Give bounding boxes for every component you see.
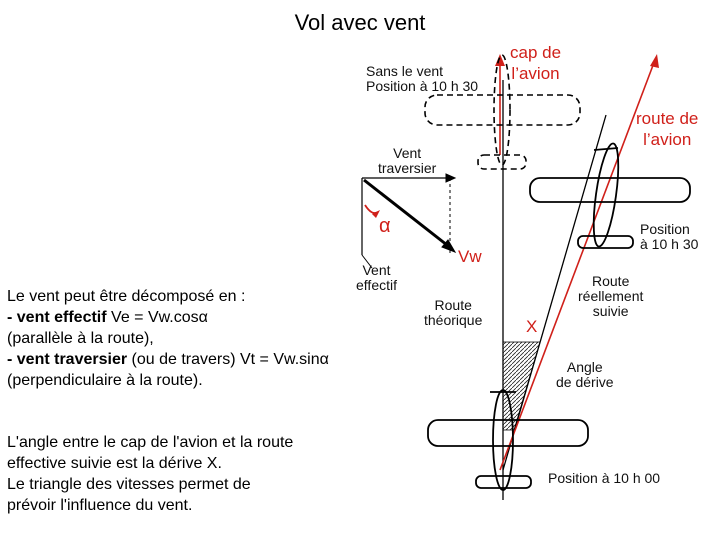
route-label-line2: l’avion (643, 130, 692, 149)
vent-traversier-line2: traversier (378, 160, 437, 176)
route-reelle-line1: Route (592, 273, 630, 289)
p1-line2: - vent effectif Ve = Vw.cosα (7, 307, 329, 328)
position-1030-line2: à 10 h 30 (640, 236, 699, 252)
cap-label-line2: l’avion (511, 64, 560, 83)
angle-derive-label: Angle de dérive (556, 360, 614, 390)
vw-label: Vw (458, 247, 482, 266)
paragraph-decomposition: Le vent peut être décomposé en : - vent … (7, 286, 329, 391)
vent-effectif-line2: effectif (356, 277, 397, 293)
p2-line1: L'angle entre le cap de l'avion et la ro… (7, 434, 294, 451)
p2-line4: prévoir l'influence du vent. (7, 497, 193, 514)
paragraph-derive: L'angle entre le cap de l'avion et la ro… (7, 432, 293, 516)
p2-line3: Le triangle des vitesses permet de (7, 476, 251, 493)
route-reelle-label: Route réellement suivie (578, 274, 643, 319)
route-theorique-line1: Route (434, 297, 472, 313)
sans-vent-label: Sans le vent Position à 10 h 30 (366, 64, 478, 94)
x-label: X (526, 317, 538, 336)
vw-vector (363, 178, 448, 247)
airplane-1030 (529, 142, 691, 249)
vent-effectif-line1: Vent (362, 262, 391, 278)
route-arrow (499, 59, 656, 471)
p2-line2: effective suivie est la dérive X. (7, 455, 222, 472)
sans-vent-line1: Sans le vent (366, 63, 444, 79)
p1-line1: Le vent peut être décomposé en : (7, 288, 246, 305)
alpha-arc (364, 204, 379, 214)
wind-triangle (361, 173, 457, 269)
route-reelle-line3: suivie (592, 303, 629, 319)
airplane-sans-vent (424, 54, 581, 170)
cap-label-line1: cap de (510, 43, 562, 62)
p1-line4-bold: - vent traversier (7, 351, 128, 368)
p1-line4: - vent traversier (ou de travers) Vt = V… (7, 349, 329, 370)
route-theorique-label: Route théorique (424, 298, 482, 328)
route-reelle-line (502, 114, 607, 471)
vent-effectif-label: Vent effectif (356, 263, 397, 293)
page-title: Vol avec vent (294, 10, 426, 35)
route-reelle-line2: réellement (578, 288, 644, 304)
angle-derive-line2: de dérive (556, 374, 614, 390)
sans-vent-line2: Position à 10 h 30 (366, 78, 479, 94)
alpha-label: α (379, 215, 391, 237)
position-1030-label: Position à 10 h 30 (640, 222, 698, 252)
p1-line3: (parallèle à la route), (7, 330, 154, 347)
airplane-1000 (427, 389, 589, 491)
vent-traversier-line1: Vent (393, 145, 422, 161)
position-1000-label: Position à 10 h 00 (548, 470, 661, 486)
cap-label: cap de l’avion (510, 42, 561, 84)
p1-line5: (perpendiculaire à la route). (7, 372, 203, 389)
p1-line2-bold: - vent effectif (7, 309, 107, 326)
angle-derive-line1: Angle (566, 359, 603, 375)
angle-derive-hatch (502, 341, 541, 431)
p1-line2-rest: Ve = Vw.cosα (106, 309, 208, 326)
vent-traversier-label: Vent traversier (378, 146, 436, 176)
p1-line4-rest: (ou de travers) Vt = Vw.sinα (127, 351, 329, 368)
route-theorique-line2: théorique (424, 312, 483, 328)
route-label-line1: route de (636, 109, 699, 128)
position-1030-line1: Position (640, 221, 690, 237)
route-label: route de l’avion (636, 108, 698, 150)
